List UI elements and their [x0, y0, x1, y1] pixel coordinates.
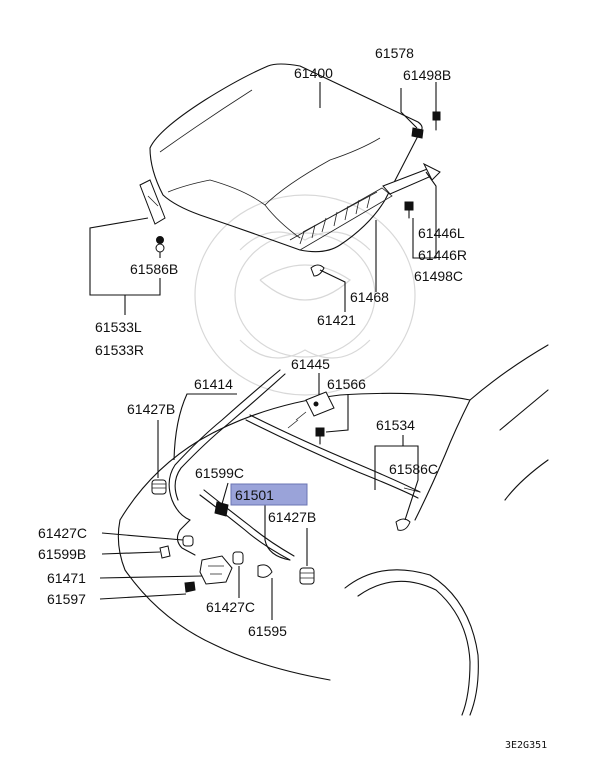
bracket-61445-icon: [305, 391, 335, 417]
label-61597[interactable]: 61597: [47, 591, 86, 607]
label-61578[interactable]: 61578: [375, 45, 414, 61]
bolt-61498b-icon: [432, 111, 441, 121]
bumper-61427b-lower-icon: [299, 567, 315, 585]
bumper-61421-icon: [310, 264, 325, 277]
label-61533l[interactable]: 61533L: [95, 319, 142, 335]
label-61427c-bottom[interactable]: 61427C: [206, 599, 255, 615]
bumper-61427b-icon: [151, 479, 167, 495]
label-61427c-left[interactable]: 61427C: [38, 525, 87, 541]
release-cable: [168, 369, 295, 561]
label-61501[interactable]: 61501: [235, 487, 274, 503]
latch-parts: [151, 391, 411, 593]
bumper-61427c-icon: [182, 535, 194, 547]
clip-61599c-icon: [214, 501, 229, 517]
hood-fasteners: [155, 111, 441, 277]
label-61445[interactable]: 61445: [291, 356, 330, 372]
clip-61586c-icon: [395, 518, 411, 531]
highlight-61501: [230, 483, 308, 506]
clip-61595-icon: [257, 564, 273, 578]
bolt-61566-icon: [315, 427, 325, 437]
leader-lines: [89, 82, 437, 620]
label-61427b-top[interactable]: 61427B: [127, 401, 175, 417]
label-61566[interactable]: 61566: [327, 376, 366, 392]
label-61533r[interactable]: 61533R: [95, 342, 144, 358]
label-61595[interactable]: 61595: [248, 623, 287, 639]
nut-61578-icon: [411, 127, 424, 139]
label-61586c[interactable]: 61586C: [389, 461, 438, 477]
label-61427b-lower[interactable]: 61427B: [268, 509, 316, 525]
bumper-61427c-bottom-icon: [232, 551, 244, 565]
label-61586b[interactable]: 61586B: [130, 261, 178, 277]
label-61468[interactable]: 61468: [350, 289, 389, 305]
label-61471[interactable]: 61471: [47, 570, 86, 586]
bolt-61597-icon: [184, 581, 196, 593]
label-61421[interactable]: 61421: [317, 312, 356, 328]
label-61446r[interactable]: 61446R: [418, 247, 467, 263]
part-labels: 61400 61578 61498B 61446L 61446R 61498C …: [38, 45, 467, 639]
label-61498b[interactable]: 61498B: [403, 67, 451, 83]
label-61446l[interactable]: 61446L: [418, 225, 465, 241]
label-61599c[interactable]: 61599C: [195, 465, 244, 481]
latch-61471-icon: [199, 555, 233, 585]
label-61400[interactable]: 61400: [294, 65, 333, 81]
diagram-code: 3E2G351: [505, 740, 547, 751]
label-61414[interactable]: 61414: [194, 376, 233, 392]
label-61534[interactable]: 61534: [376, 417, 415, 433]
label-61498c[interactable]: 61498C: [414, 268, 463, 284]
clip-61586b-icon: [156, 236, 164, 244]
watermark-emblem: [194, 194, 416, 396]
label-61599b[interactable]: 61599B: [38, 546, 86, 562]
clip-61599b-icon: [159, 545, 171, 559]
bolt-61498c-icon: [404, 201, 414, 211]
hood-panel: [139, 63, 441, 253]
car-body-outline: [117, 344, 549, 716]
